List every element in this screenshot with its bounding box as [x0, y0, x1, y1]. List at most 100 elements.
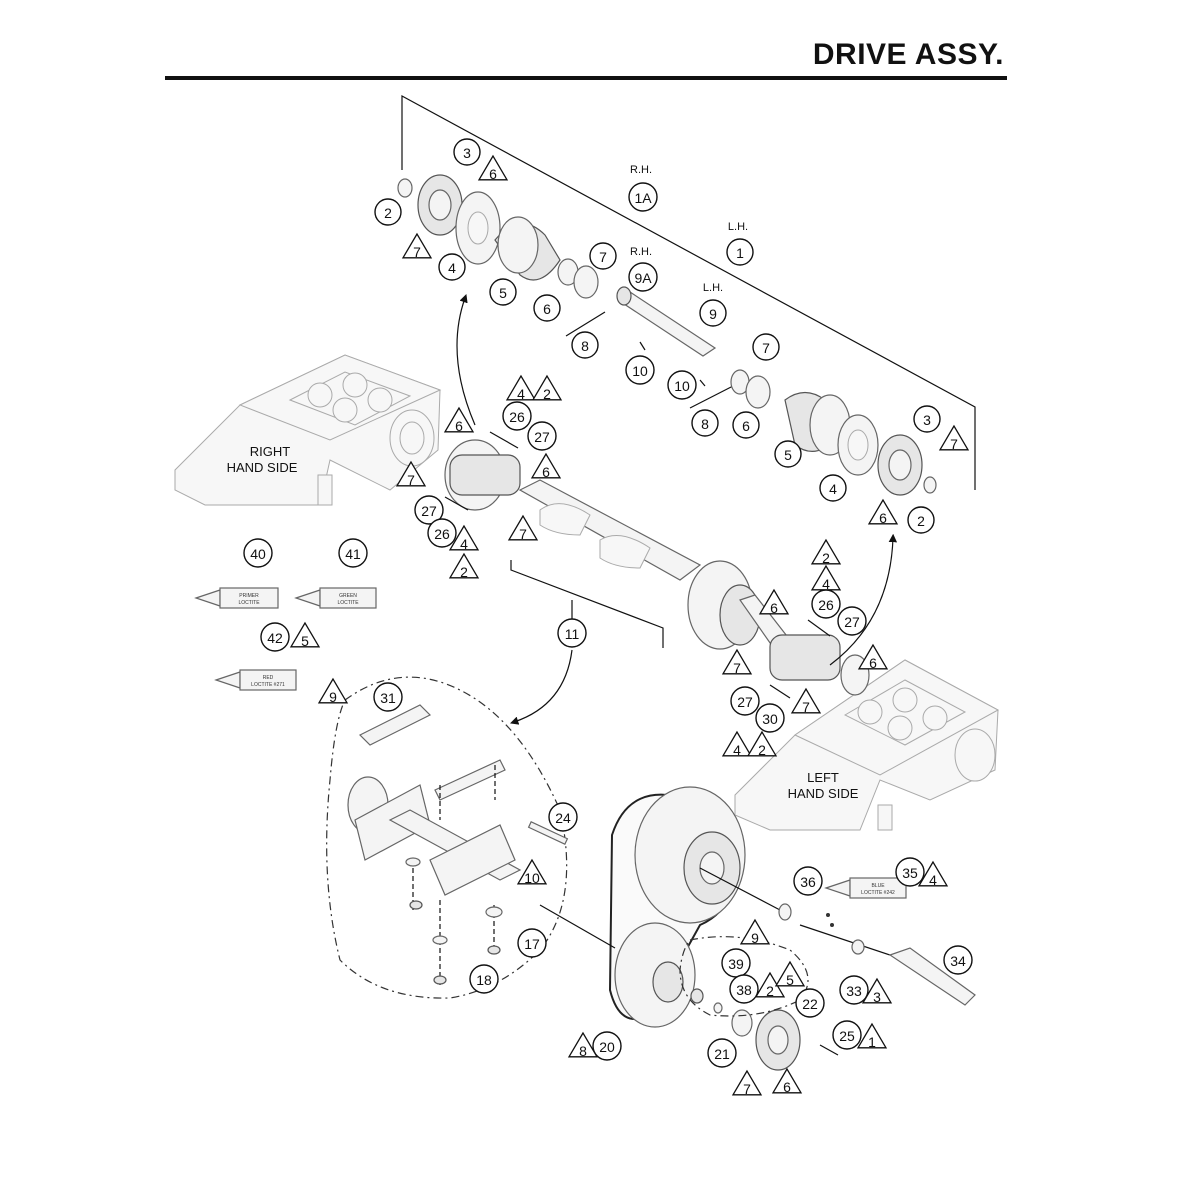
note-t6c: 6 [530, 452, 562, 480]
callout-text: 7 [762, 340, 770, 356]
note-t4a: 4 [505, 374, 537, 402]
callout-c4a: 4 [438, 253, 466, 281]
note-t6b: 6 [443, 406, 475, 434]
note-text: 6 [455, 418, 463, 434]
note-t4e: 4 [917, 860, 949, 888]
note-text: 3 [873, 989, 881, 1005]
arrow-up-right-side [456, 294, 476, 426]
callout-c7a: 7 [589, 242, 617, 270]
note-t8a: 8 [567, 1031, 599, 1059]
top-cv-joint-right [397, 174, 599, 299]
right-side-label-1: RIGHT [250, 444, 291, 459]
callout-text: 7 [599, 249, 607, 265]
callout-text: 38 [736, 982, 752, 998]
callout-text: 26 [434, 526, 450, 542]
callout-c39: 39 [721, 948, 751, 978]
callout-c5b: 5 [774, 440, 802, 468]
svg-text:LOCTITE: LOCTITE [337, 600, 359, 606]
note-t6a: 6 [477, 154, 509, 182]
callout-c24: 24 [548, 802, 578, 832]
rh-label-1: R.H. [630, 164, 652, 176]
callout-c26a: 26 [502, 401, 532, 431]
callout-c26b: 26 [427, 518, 457, 548]
svg-text:GREEN: GREEN [339, 593, 357, 599]
note-text: 4 [460, 536, 468, 552]
callout-c1: 1 [726, 238, 754, 266]
callout-c21: 21 [707, 1038, 737, 1068]
callout-text: 3 [923, 412, 931, 428]
callout-c3b: 3 [913, 405, 941, 433]
callout-text: 11 [565, 626, 580, 642]
callout-c25: 25 [832, 1020, 862, 1050]
green-loctite-tube: GREEN LOCTITE [294, 587, 377, 609]
callout-text: 10 [632, 363, 648, 379]
callout-c27d: 27 [730, 686, 760, 716]
arrow-down-bracket [510, 649, 573, 725]
bearing-bracket-parts [347, 704, 569, 985]
callout-text: 27 [421, 503, 437, 519]
callout-c42: 42 [260, 622, 290, 652]
callout-c2b: 2 [907, 506, 935, 534]
svg-text:LOCTITE: LOCTITE [238, 600, 260, 606]
note-t9a: 9 [317, 677, 349, 705]
note-text: 6 [783, 1079, 791, 1095]
callout-text: 17 [524, 936, 540, 952]
bearing-group-outline [326, 676, 568, 999]
note-t2b: 2 [448, 552, 480, 580]
note-text: 1 [868, 1034, 876, 1050]
callout-text: 5 [784, 447, 792, 463]
top-shaft [565, 286, 736, 409]
note-text: 7 [950, 436, 958, 452]
callout-c11: 11 [557, 618, 587, 648]
callout-text: 3 [463, 145, 471, 161]
note-t4c: 4 [810, 564, 842, 592]
callout-c1A: 1A [628, 182, 658, 212]
note-t7b: 7 [395, 460, 427, 488]
note-t7a: 7 [401, 232, 433, 260]
note-text: 7 [413, 244, 421, 260]
primer-loctite-tube: PRIMER LOCTITE [194, 587, 279, 609]
callout-c22: 22 [795, 988, 825, 1018]
callout-c40: 40 [243, 538, 273, 568]
note-t6f: 6 [857, 643, 889, 671]
note-text: 9 [751, 930, 759, 946]
note-t6e: 6 [758, 588, 790, 616]
callout-text: 24 [555, 810, 571, 826]
callout-text: 4 [829, 481, 837, 497]
callout-text: 36 [800, 874, 816, 890]
left-side-label-2: HAND SIDE [788, 786, 859, 801]
note-text: 9 [329, 689, 337, 705]
lh-label-9: L.H. [703, 282, 723, 294]
red-loctite-tube: RED LOCTITE #271 [214, 669, 297, 691]
note-text: 5 [786, 972, 794, 988]
lh-label-1: L.H. [728, 221, 748, 233]
note-text: 2 [460, 564, 468, 580]
callout-text: 10 [674, 378, 690, 394]
note-t2d: 2 [746, 730, 778, 758]
note-t1a: 1 [856, 1022, 888, 1050]
callout-c33: 33 [839, 975, 869, 1005]
callout-text: 26 [509, 409, 525, 425]
title-rule [165, 76, 1007, 80]
svg-text:LOCTITE #271: LOCTITE #271 [251, 682, 285, 688]
callout-text: 27 [737, 694, 753, 710]
left-hand-gearbox [734, 659, 1000, 831]
note-text: 2 [766, 983, 774, 999]
arrow-up-left-side [829, 533, 898, 666]
callout-text: 39 [728, 956, 744, 972]
note-t6g: 6 [771, 1067, 803, 1095]
svg-text:RED: RED [263, 675, 274, 681]
right-side-label-2: HAND SIDE [227, 460, 298, 475]
callout-text: 30 [762, 711, 778, 727]
callout-c36: 36 [793, 866, 823, 896]
callout-c27b: 27 [414, 495, 444, 525]
callout-text: 18 [476, 972, 492, 988]
callout-text: 6 [742, 418, 750, 434]
note-text: 6 [770, 600, 778, 616]
note-text: 4 [733, 742, 741, 758]
callout-c18: 18 [469, 964, 499, 994]
note-text: 6 [542, 464, 550, 480]
callout-text: 8 [581, 338, 589, 354]
callout-text: 2 [917, 513, 925, 529]
